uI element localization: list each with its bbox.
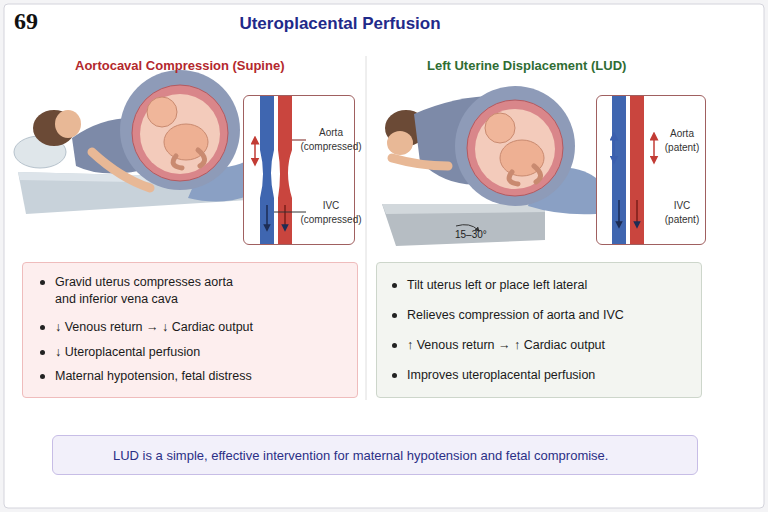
bullet-dot xyxy=(392,283,397,288)
bullet-dot xyxy=(40,350,45,355)
node-text: Aorta (compressed) xyxy=(300,126,362,153)
lateral-figure xyxy=(382,86,596,246)
flow-arrow xyxy=(266,205,268,228)
node-text: IVC (patent) xyxy=(659,199,705,226)
bullet-text: ↓ Venous return → ↓ Cardiac output xyxy=(55,319,350,336)
takeaway-box: LUD is a simple, effective intervention … xyxy=(52,435,698,475)
arm xyxy=(392,158,448,166)
face xyxy=(387,131,413,155)
bullet-dot xyxy=(392,313,397,318)
flow-arrow xyxy=(636,200,638,225)
flow-arrow xyxy=(653,136,655,160)
patent-vessels xyxy=(597,96,705,244)
page-title: Uteroplacental Perfusion xyxy=(180,14,500,34)
fetal-limbs xyxy=(173,150,204,168)
flow-arrow xyxy=(284,205,286,228)
ivc-vessel xyxy=(260,96,274,244)
face xyxy=(55,110,81,138)
wedge xyxy=(382,204,545,246)
bullet-text: Maternal hypotension, fetal distress xyxy=(55,368,350,385)
bullet-text: Tilt uterus left or place left lateral xyxy=(407,277,697,294)
vessel-inset: Aorta (compressed)IVC (compressed) xyxy=(243,95,355,245)
leader-line xyxy=(292,140,306,141)
section-heading: Aortocaval Compression (Supine) xyxy=(75,58,284,73)
divider-line xyxy=(366,56,367,400)
intervention-box: Tilt uterus left or place left lateralRe… xyxy=(376,262,702,398)
compression-arrow xyxy=(254,140,256,162)
effects-box: Gravid uterus compresses aorta and infer… xyxy=(22,262,358,398)
fetal-limbs xyxy=(509,166,540,184)
fetal-head xyxy=(147,97,177,127)
vessel-inset: Aorta (patent) IVC (patent) xyxy=(596,95,706,245)
page-number: 69 xyxy=(14,8,38,35)
bullet-text: Relieves compression of aorta and IVC xyxy=(407,307,697,324)
angle-label: 15–30° xyxy=(455,229,487,240)
bullet-text: ↓ Uteroplacental perfusion xyxy=(55,344,350,361)
aorta-vessel xyxy=(278,96,292,244)
node-text: Aorta (patent) xyxy=(659,127,705,154)
node-text: LUD is a simple, effective intervention … xyxy=(113,447,693,465)
node-text: IVC (compressed) xyxy=(300,199,362,226)
flow-arrow xyxy=(613,136,615,160)
uterus xyxy=(467,100,563,196)
card-frame xyxy=(4,4,764,508)
aorta-vessel xyxy=(630,96,644,244)
bullet-text: Gravid uterus compresses aorta and infer… xyxy=(55,274,245,308)
amniotic-sac xyxy=(475,109,555,189)
flow-arrow xyxy=(618,200,620,225)
uterus xyxy=(132,85,228,181)
bullet-dot xyxy=(40,325,45,330)
amniotic-sac xyxy=(140,94,220,174)
bullet-dot xyxy=(392,373,397,378)
bullet-dot xyxy=(40,280,45,285)
bullet-text: ↑ Venous return → ↑ Cardiac output xyxy=(407,337,697,354)
belly xyxy=(455,86,575,206)
supine-figure xyxy=(14,70,248,214)
section-heading: Left Uterine Displacement (LUD) xyxy=(427,58,626,73)
bullet-dot xyxy=(392,343,397,348)
leader-line xyxy=(274,212,306,213)
bullet-text: Improves uteroplacental perfusion xyxy=(407,367,697,384)
belly xyxy=(120,70,240,190)
ivc-vessel xyxy=(612,96,626,244)
arm xyxy=(92,152,150,188)
fetal-head xyxy=(485,113,515,143)
bullet-dot xyxy=(40,374,45,379)
